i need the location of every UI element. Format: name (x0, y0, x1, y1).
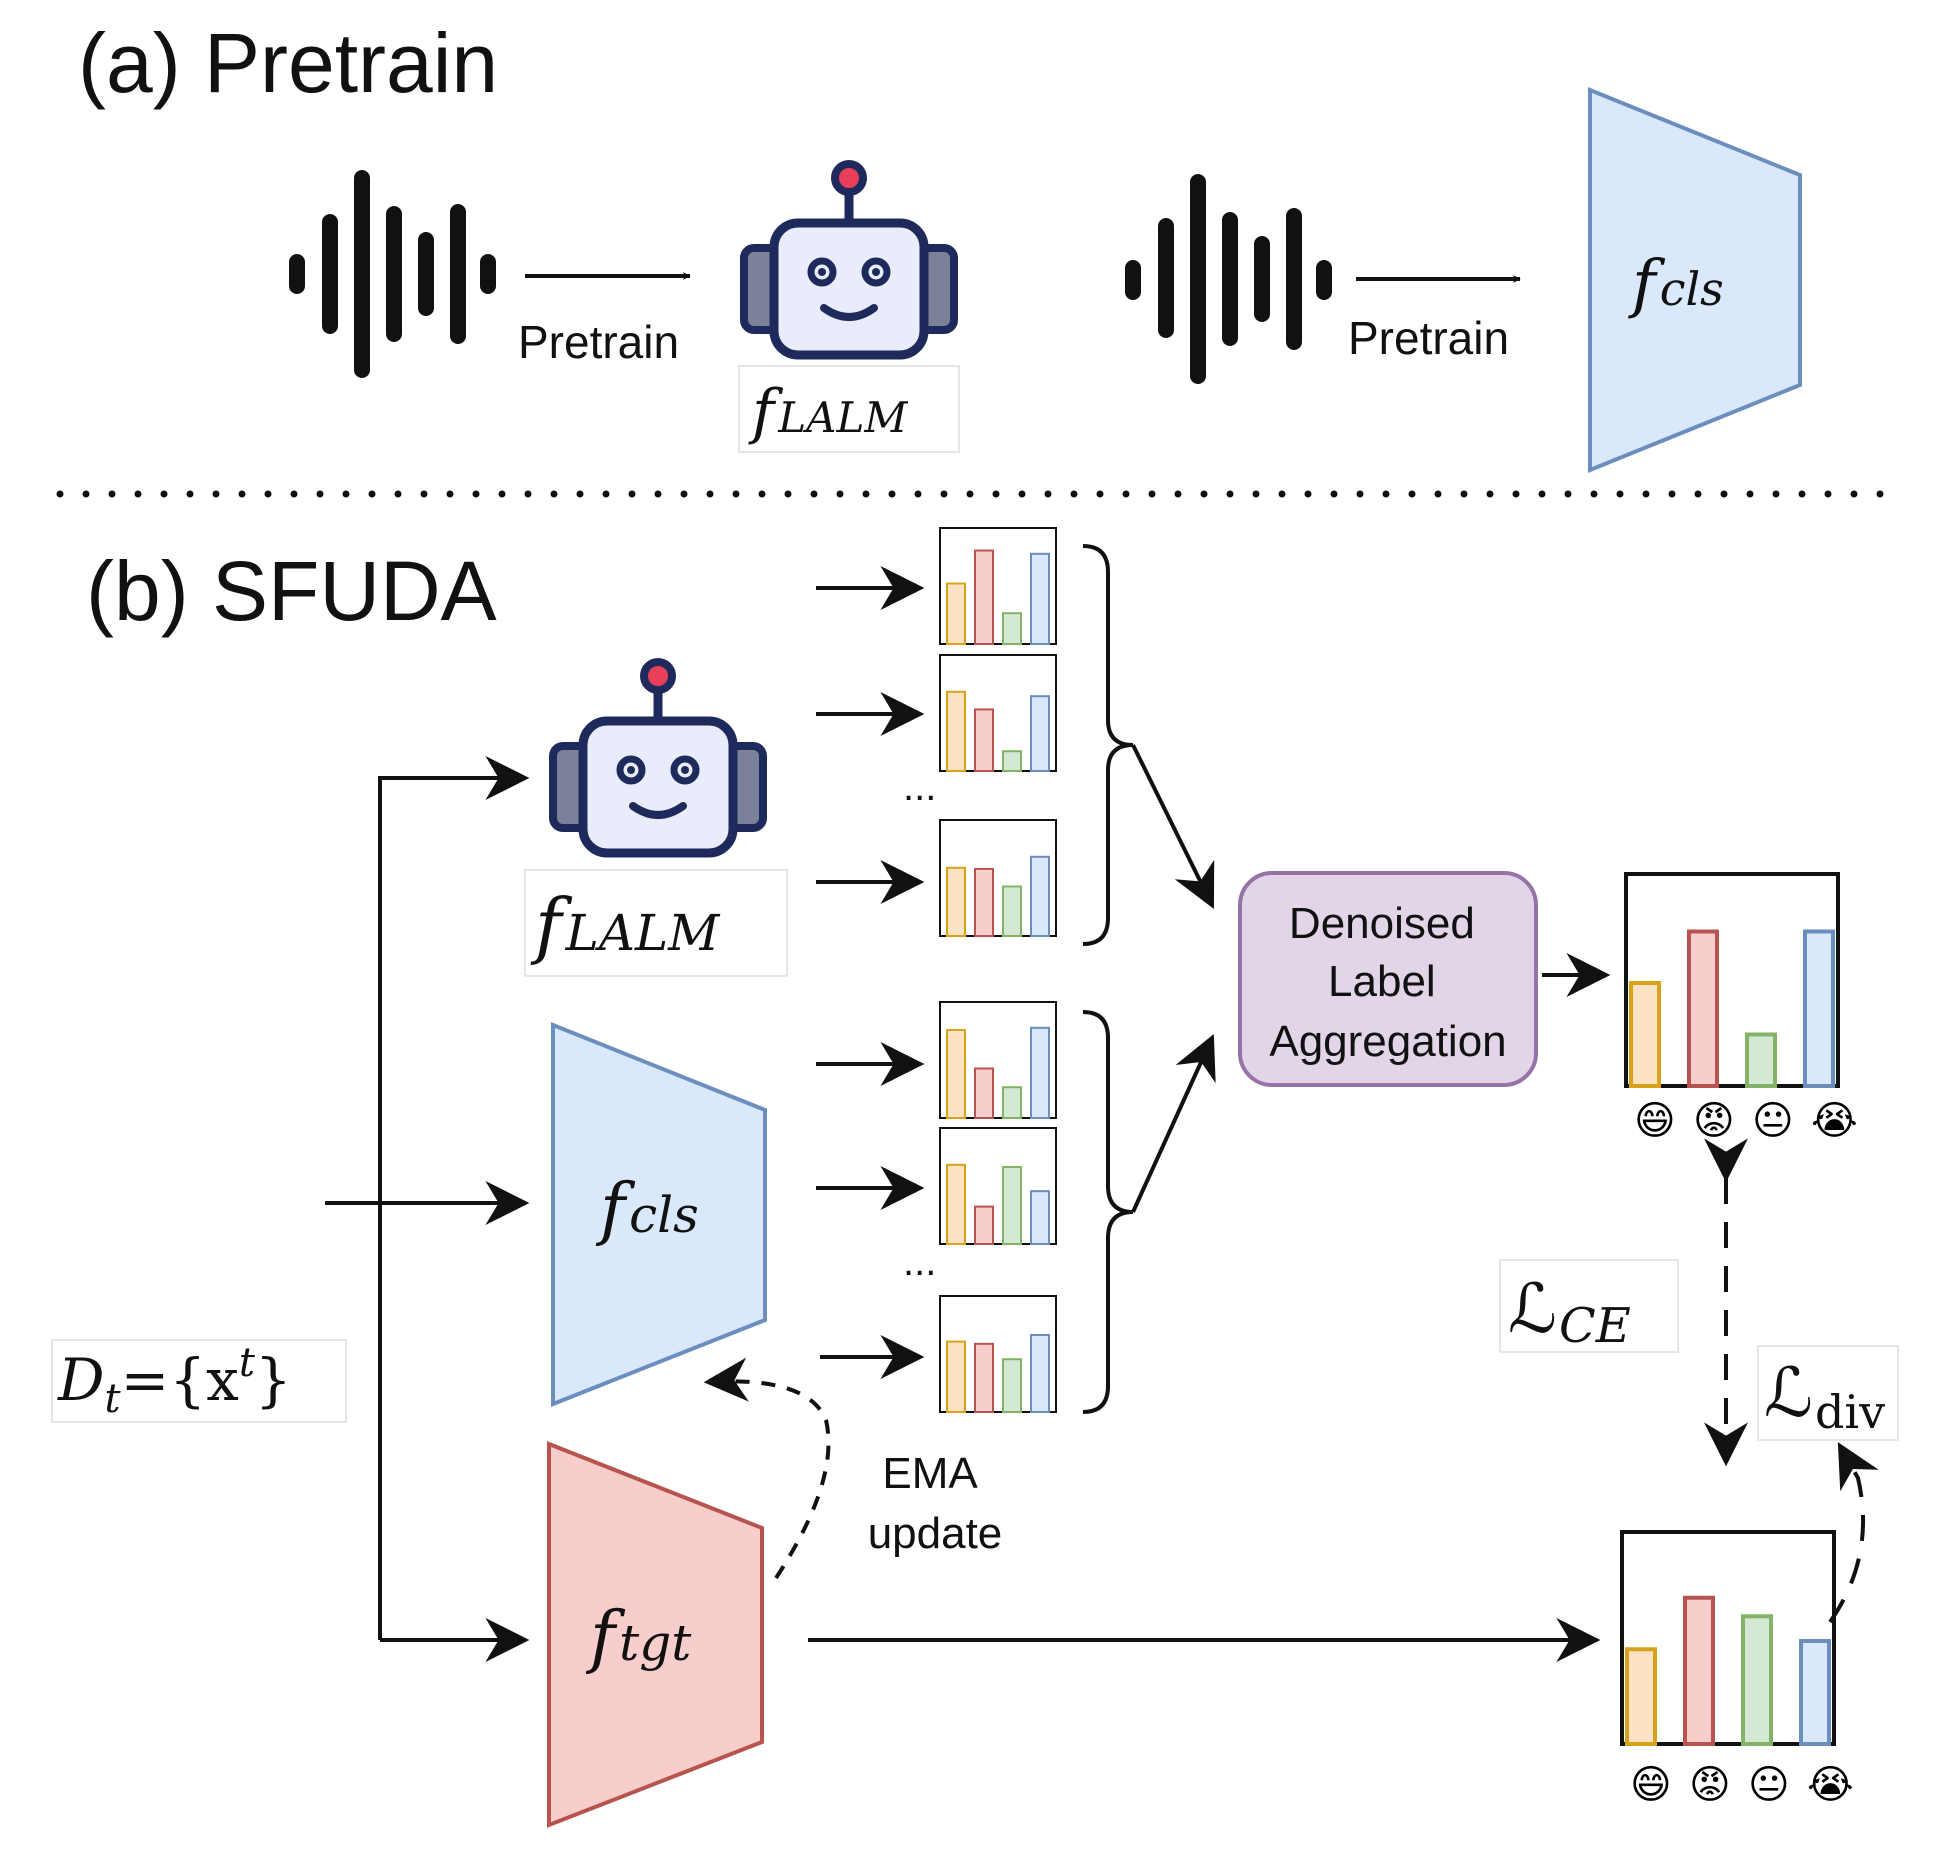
bar-chart-aggregated-output (1624, 872, 1840, 1088)
chart-bar (1030, 855, 1050, 937)
prediction-charts (939, 527, 1840, 1747)
chart-bar (974, 1067, 994, 1119)
chart-bar (1799, 1639, 1831, 1746)
ce-loss-label-box (1499, 1259, 1679, 1353)
bar-chart-cls-out-2 (939, 1127, 1057, 1246)
cls-model-pretrain (1588, 87, 1802, 473)
chart-bar (974, 1342, 994, 1414)
brace-lalm (1082, 544, 1134, 946)
emotion-legend-top: 😄 😡 😐 😭 (1634, 1098, 1858, 1144)
lalm-label-box (524, 869, 788, 977)
section-a-title: (a) Pretrain (78, 16, 498, 110)
bar-chart-cls-out-3 (939, 1295, 1057, 1414)
ema-update-label: EMA update (868, 1449, 1003, 1558)
emoji-happy: 😄 (1630, 1762, 1672, 1808)
chart-bar (1002, 1358, 1022, 1413)
lalm-label: fLALM (530, 883, 721, 967)
brace-to-aggregation-arrow (1131, 744, 1215, 909)
prediction-arrows (816, 566, 925, 1379)
tgt-model (547, 1441, 764, 1828)
chart-frame (1620, 1530, 1836, 1746)
chart-bar (1803, 929, 1835, 1088)
bar-chart-target-output (1620, 1530, 1836, 1747)
chart-bar (974, 1205, 994, 1245)
chart-bar (946, 690, 966, 772)
chart-bar (1030, 695, 1050, 773)
chart-bar (1741, 1614, 1773, 1747)
chart-bar (1002, 750, 1022, 773)
dataset-label: Dt={xt} (57, 1340, 292, 1422)
chart-bar (946, 866, 966, 937)
chart-bar (974, 867, 994, 938)
chart-bar (1683, 1595, 1715, 1746)
chart-bar (946, 1340, 966, 1413)
chart-bar (1030, 552, 1050, 645)
audio-waveform-icon (289, 170, 496, 378)
chart-bar (1002, 885, 1022, 937)
div-loss-label: ℒdiv (1764, 1354, 1885, 1439)
emoji-angry: 😡 (1693, 1098, 1735, 1144)
cls-model (551, 1022, 767, 1407)
emoji-crying: 😭 (1807, 1762, 1854, 1808)
ellipsis-cls: ... (903, 1240, 936, 1284)
brace-cls (1082, 1010, 1134, 1414)
input-branch-line (378, 756, 530, 1640)
denoised-label-aggregation-box (1238, 871, 1538, 1087)
div-loss-label-box (1757, 1345, 1899, 1441)
lalm-label-box (738, 365, 960, 453)
emoji-neutral: 😐 (1748, 1762, 1790, 1808)
emoji-angry: 😡 (1689, 1762, 1731, 1808)
div-loss-arrow (1828, 1442, 1879, 1624)
chart-bar (946, 1163, 966, 1246)
lalm-robot-icon (553, 662, 763, 853)
brace-to-aggregation-arrow (1131, 1033, 1216, 1213)
pretrain-arrow-label-2: Pretrain (1348, 312, 1509, 364)
audio-waveform-icon (1125, 174, 1332, 384)
bar-chart-cls-out-1 (939, 1001, 1057, 1120)
chart-bar (1625, 1647, 1657, 1746)
chart-bar (974, 549, 994, 645)
chart-bar (1002, 1086, 1022, 1119)
pretrain-arrow-label-1: Pretrain (518, 316, 679, 368)
emoji-crying: 😭 (1811, 1098, 1858, 1144)
cls-label-pretrain: fcls (1628, 247, 1724, 321)
audio-waveform-icon (88, 1103, 293, 1307)
chart-bar (1030, 1334, 1050, 1413)
chart-bar (1002, 1166, 1022, 1245)
chart-bar (1030, 1190, 1050, 1245)
lalm-label: fLALM (748, 377, 908, 447)
section-b-title: (b) SFUDA (86, 544, 497, 638)
chart-bar (974, 708, 994, 773)
ellipsis-lalm: ... (903, 765, 936, 809)
dataset-label-box (51, 1339, 347, 1423)
chart-bar (1030, 1026, 1050, 1120)
chart-bar (946, 1029, 966, 1119)
ce-loss-label: ℒCE (1508, 1270, 1631, 1354)
chart-bar (1629, 981, 1661, 1088)
chart-bar (1745, 1032, 1777, 1088)
bar-chart-lalm-out-1 (939, 527, 1057, 646)
emoji-happy: 😄 (1634, 1098, 1676, 1144)
aggregation-label: Denoised Label Aggregation (1269, 899, 1506, 1066)
ema-update-arrow (703, 1357, 831, 1580)
lalm-robot-icon (744, 164, 954, 355)
chart-frame (1624, 872, 1840, 1088)
emotion-legend-bottom: 😄 😡 😐 😭 (1630, 1762, 1854, 1808)
bar-chart-lalm-out-2 (939, 654, 1057, 773)
emoji-neutral: 😐 (1752, 1098, 1794, 1144)
chart-bar (1687, 929, 1719, 1088)
chart-bar (1002, 612, 1022, 646)
chart-bar (946, 582, 966, 645)
bar-chart-lalm-out-3 (939, 819, 1057, 938)
